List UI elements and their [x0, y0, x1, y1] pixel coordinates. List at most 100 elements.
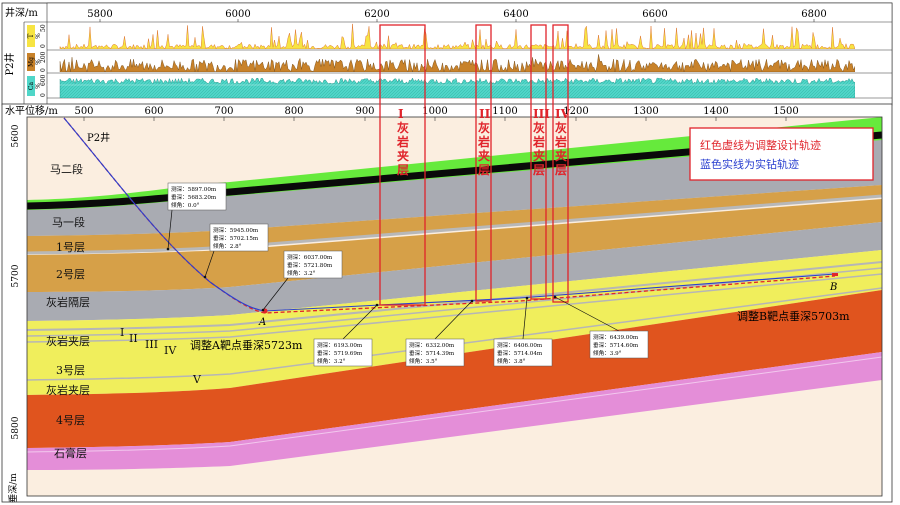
legend-red-text: 红色虚线为调整设计轨迹 [700, 138, 821, 152]
annotation-line: 垂深：5721.80m [287, 261, 333, 269]
gypsum-line [27, 356, 882, 453]
horizontal-tick-label: 500 [74, 106, 93, 117]
interlayer-box-4 [552, 24, 569, 303]
horizontal-tick-label: 1400 [703, 106, 728, 117]
thin-grey-2 [27, 261, 882, 331]
annotation-line: 测深：5897.00m [171, 185, 217, 193]
annotations: 测深：5897.00m垂深：5683.20m倾角：0.0°测深：5945.00m… [166, 182, 649, 367]
horizontal-tick-label: 1300 [633, 106, 658, 117]
roman-mark-1: I [120, 326, 124, 339]
annotation-box [313, 338, 373, 367]
horizontal-tick-label: 1500 [773, 106, 798, 117]
annotation-line: 垂深：5714.39m [409, 349, 455, 357]
annotation-line: 倾角：3.8° [497, 357, 526, 365]
annotation-line: 测深：6439.00m [593, 333, 639, 341]
annotation-line: 垂深：5702.15m [213, 234, 259, 242]
mg-curve [59, 54, 855, 72]
actual-trajectory [63, 117, 836, 312]
annotation-line: 倾角：0.0° [171, 201, 200, 209]
annotation-box [283, 250, 343, 279]
interlayer-4-roman: IV [555, 107, 571, 121]
layer-limestone-barrier [27, 222, 882, 321]
annotation-point [553, 295, 557, 299]
legend-blue-text: 蓝色实线为实钻轨迹 [700, 157, 799, 171]
depth-axis-label: 井深/m [5, 6, 38, 19]
roman-mark-4: IV [164, 344, 177, 357]
layer-label-4: 4号层 [56, 414, 85, 427]
target-b-note: 调整B靶点垂深5703m [737, 309, 850, 323]
depth-tick-label: 6600 [642, 9, 667, 20]
annotation-line: 测深：6332.00m [409, 341, 455, 349]
roman-mark-2: II [129, 332, 138, 345]
annotation-leader [434, 300, 473, 340]
annotation-line: 垂深：5683.20m [171, 193, 217, 201]
ca-curve [59, 77, 855, 98]
track-mg-unit: % [35, 59, 42, 65]
layer-label-1: 1号层 [56, 241, 85, 254]
annotation-leader [522, 297, 528, 340]
annotation-line: 倾角：2.8° [213, 242, 242, 250]
vertical-axis-label: 垂深/m [7, 473, 19, 503]
track-labels: T % 0 50 Mg % 0 200 Ca % 0 600 [27, 24, 47, 97]
track-mg-tick0: 0 [40, 68, 47, 72]
annotation-point [261, 308, 265, 312]
annotation-line: 倾角：3.9° [593, 349, 622, 357]
depth-tick-label: 6000 [225, 9, 250, 20]
depth-tick-label: 6800 [801, 9, 826, 20]
layer-labels: 马二段 马一段 1号层 2号层 灰岩隔层 灰岩夹层 3号层 灰岩夹层 4号层 石… [46, 162, 90, 460]
thin-grey-3 [27, 267, 882, 337]
annotation-point [525, 296, 529, 300]
horizontal-tick-label: 1000 [422, 106, 447, 117]
annotation-line: 倾角：3.2° [287, 269, 316, 277]
target-b-marker [832, 273, 838, 276]
target-b-label: B [829, 282, 837, 293]
annotation-box [167, 182, 227, 211]
annotation-leader [204, 250, 215, 278]
layer-label-2: 2号层 [56, 268, 85, 281]
annotation-point [375, 303, 379, 307]
interlayer-box-3 [530, 24, 547, 300]
vertical-tick-5700: 5700 [11, 264, 21, 287]
layer-label-interlayer: 灰岩夹层 [46, 334, 90, 348]
horizontal-tick-label: 900 [355, 106, 374, 117]
thin-grey-4 [27, 273, 882, 343]
interlayer-1-text: 灰岩夹层 [396, 120, 409, 177]
annotation-line: 垂深：5714.60m [593, 341, 639, 349]
layer-label-3: 3号层 [56, 364, 85, 377]
t-curve [59, 23, 855, 49]
roman-marks: I II III IV V [120, 326, 202, 386]
annotation-line: 垂深：5714.04m [497, 349, 543, 357]
layer-label-barrier: 灰岩隔层 [46, 295, 90, 309]
annotation-line: 测深：6193.00m [317, 341, 363, 349]
interlayer-boxes [379, 24, 569, 306]
legend: 红色虚线为调整设计轨迹 蓝色实线为实钻轨迹 [689, 127, 874, 181]
thin-grey-5 [27, 287, 882, 381]
interlayer-2-roman: II [479, 107, 491, 121]
horizontal-axis-label: 水平位移/m [5, 104, 58, 117]
annotation-point [203, 275, 207, 279]
target-a-note: 调整A靶点垂深5723m [190, 338, 303, 352]
horizontal-tick-label: 1100 [492, 106, 517, 117]
section-well-name: P2井 [87, 131, 110, 144]
layer-2 [27, 199, 882, 292]
annotation-box [589, 330, 649, 359]
layer-label-ma2: 马二段 [50, 162, 83, 176]
horizontal-tick-label: 800 [284, 106, 303, 117]
depth-tick-label: 6200 [364, 9, 389, 20]
track-ca-tick0: 0 [40, 93, 47, 97]
vertical-tick-5800: 5800 [11, 416, 21, 439]
vertical-tick-5600: 5600 [11, 124, 21, 147]
layer-ma-1 [27, 140, 882, 236]
track-t-unit: % [35, 33, 42, 39]
track-mg-tick1: 200 [40, 51, 47, 63]
annotation-line: 倾角：3.2° [317, 357, 346, 365]
annotation-line: 测深：6406.00m [497, 341, 543, 349]
layer-gypsum [27, 352, 882, 470]
horizontal-tick-label: 700 [214, 106, 233, 117]
interlayer-1-roman: I [398, 107, 404, 121]
